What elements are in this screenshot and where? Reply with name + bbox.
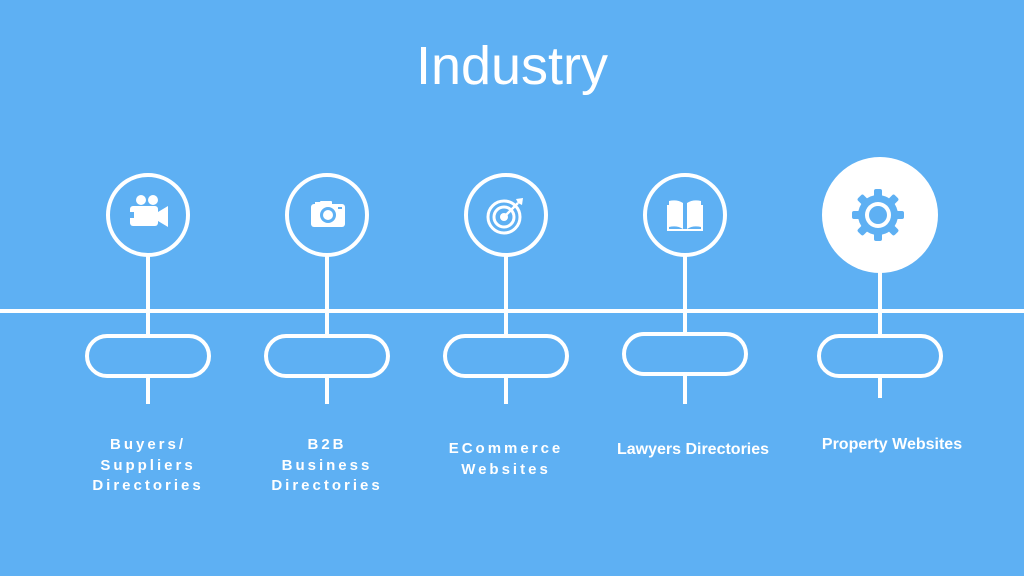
photo-camera-icon	[311, 201, 345, 227]
gear-icon	[852, 189, 904, 241]
target-icon	[486, 198, 523, 235]
timeline-node-3	[443, 173, 569, 404]
timeline-node-2	[264, 173, 390, 404]
open-book-icon	[667, 200, 703, 231]
label-pill	[443, 334, 569, 378]
label-pill	[85, 334, 211, 378]
timeline-node-5	[817, 157, 943, 398]
label-pill	[264, 334, 390, 378]
item-label-3: ECommerce Websites	[448, 440, 564, 478]
timeline-node-4	[622, 173, 748, 404]
video-camera-icon	[130, 195, 168, 227]
item-label-1: Buyers/ Suppliers Directories	[92, 436, 204, 494]
label-pill	[622, 332, 748, 376]
icon-circle	[643, 173, 727, 257]
item-label-2: B2B Business Directories	[271, 436, 383, 494]
label-pill	[817, 334, 943, 378]
timeline-node-1	[85, 173, 211, 404]
item-label-4: Lawyers Directories	[616, 441, 770, 458]
page-title: Industry	[415, 36, 609, 96]
item-label-5: Property Websites	[821, 436, 963, 453]
